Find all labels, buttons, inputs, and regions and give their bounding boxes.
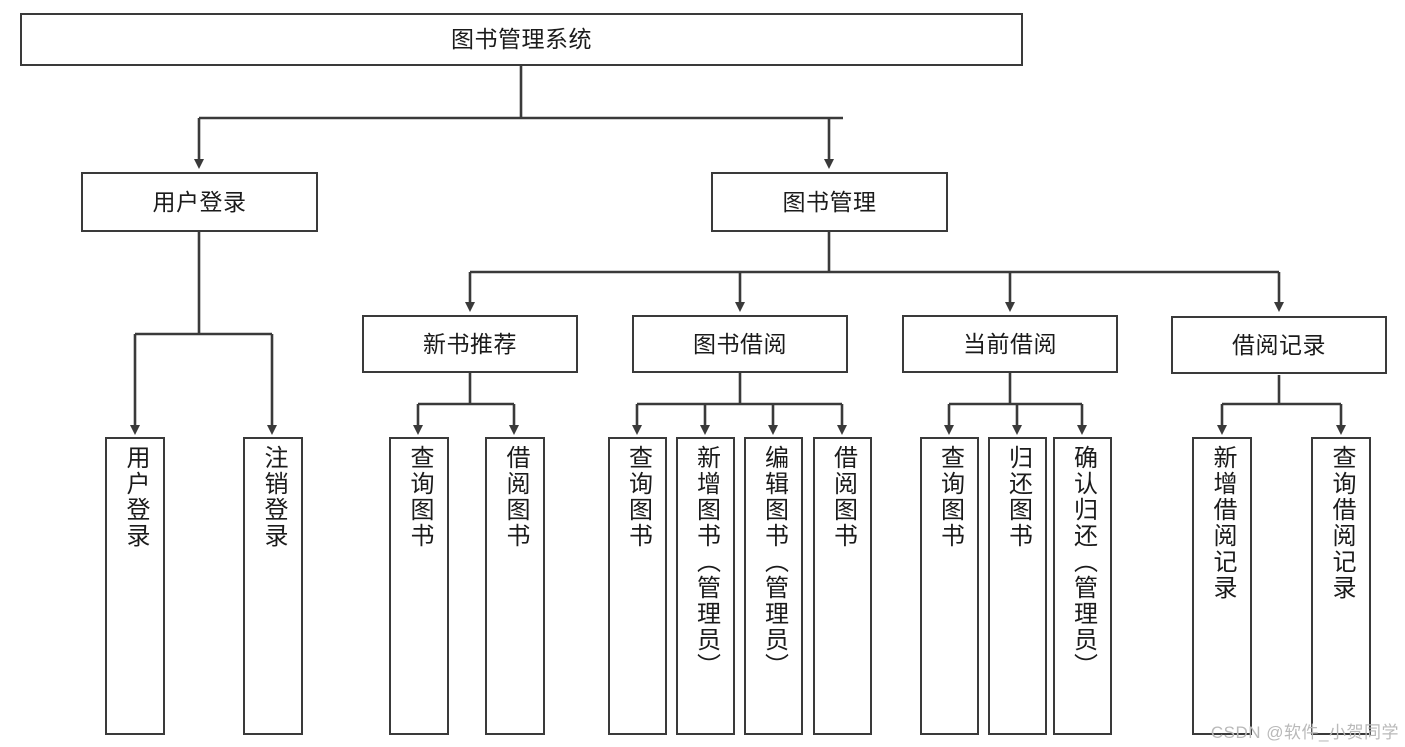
leaf-query-book-1-label: 查询图书 — [406, 445, 433, 549]
leaf-borrow-book-2-label: 借阅图书 — [829, 445, 857, 549]
node-current-borrow[interactable]: 当前借阅 — [902, 315, 1118, 373]
node-book-borrow-label: 图书借阅 — [693, 330, 787, 357]
leaf-query-book-3[interactable]: 查询图书 — [920, 437, 979, 735]
leaf-add-record[interactable]: 新增借阅记录 — [1192, 437, 1252, 735]
node-current-borrow-label: 当前借阅 — [963, 330, 1057, 357]
node-book-borrow[interactable]: 图书借阅 — [632, 315, 848, 373]
leaf-return-book-label: 归还图书 — [1004, 445, 1032, 549]
leaf-user-login-label: 用户登录 — [122, 445, 149, 549]
node-user-login-label: 用户登录 — [152, 188, 247, 215]
leaf-user-login[interactable]: 用户登录 — [105, 437, 165, 735]
leaf-add-book[interactable]: 新增图书（管理员） — [676, 437, 735, 735]
leaf-add-record-label: 新增借阅记录 — [1209, 445, 1236, 601]
node-root[interactable]: 图书管理系统 — [20, 13, 1023, 66]
leaf-query-book-1[interactable]: 查询图书 — [389, 437, 449, 735]
node-borrow-record-label: 借阅记录 — [1232, 331, 1326, 358]
leaf-confirm-return[interactable]: 确认归还（管理员） — [1053, 437, 1112, 735]
node-book-manage-label: 图书管理 — [782, 188, 877, 215]
leaf-query-record-label: 查询借阅记录 — [1328, 445, 1355, 601]
node-borrow-record[interactable]: 借阅记录 — [1171, 316, 1387, 374]
node-book-manage[interactable]: 图书管理 — [711, 172, 948, 232]
leaf-add-book-label: 新增图书（管理员） — [692, 445, 720, 679]
leaf-query-book-2-label: 查询图书 — [624, 445, 652, 549]
leaf-logout-label: 注销登录 — [260, 445, 287, 549]
leaf-query-record[interactable]: 查询借阅记录 — [1311, 437, 1371, 735]
leaf-borrow-book-2[interactable]: 借阅图书 — [813, 437, 872, 735]
leaf-borrow-book-1[interactable]: 借阅图书 — [485, 437, 545, 735]
node-user-login[interactable]: 用户登录 — [81, 172, 318, 232]
leaf-edit-book-label: 编辑图书（管理员） — [760, 445, 788, 679]
leaf-query-book-3-label: 查询图书 — [936, 445, 964, 549]
leaf-query-book-2[interactable]: 查询图书 — [608, 437, 667, 735]
leaf-confirm-return-label: 确认归还（管理员） — [1069, 445, 1097, 679]
csdn-watermark: CSDN @软件_小贺同学 — [1210, 723, 1399, 742]
node-new-book-recommend-label: 新书推荐 — [423, 330, 517, 357]
node-new-book-recommend[interactable]: 新书推荐 — [362, 315, 578, 373]
leaf-borrow-book-1-label: 借阅图书 — [502, 445, 529, 549]
leaf-logout[interactable]: 注销登录 — [243, 437, 303, 735]
leaf-edit-book[interactable]: 编辑图书（管理员） — [744, 437, 803, 735]
leaf-return-book[interactable]: 归还图书 — [988, 437, 1047, 735]
node-root-label: 图书管理系统 — [451, 26, 592, 53]
